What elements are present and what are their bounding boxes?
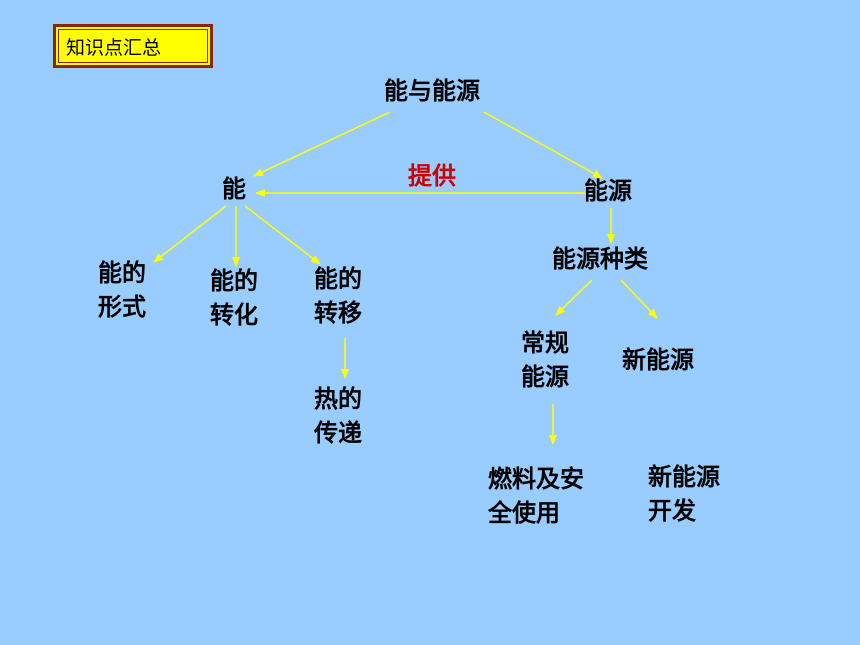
arrow-energy-to-transfer [244, 205, 321, 265]
title-box: 知识点汇总 [53, 24, 213, 68]
node-conventional: 常规 能源 [521, 329, 569, 391]
node-conversion: 能的 转化 [210, 267, 258, 329]
page-title: 知识点汇总 [66, 36, 162, 59]
node-forms: 能的 形式 [98, 259, 146, 321]
arrow-types-to-conventional [555, 279, 593, 316]
node-root: 能与能源 [384, 77, 480, 105]
node-source-types: 能源种类 [552, 245, 648, 273]
arrow-root-to-energy [253, 111, 391, 177]
node-new-source: 新能源 [622, 346, 694, 374]
arrow-energy-to-forms [153, 205, 227, 263]
label-provide: 提供 [408, 162, 456, 190]
node-energy: 能 [222, 175, 246, 203]
node-heat-transfer: 热的 传递 [314, 385, 362, 447]
node-safe-use: 燃料及安 全使用 [488, 465, 584, 527]
arrow-root-to-source [483, 111, 603, 179]
node-energy-source: 能源 [584, 177, 632, 205]
arrow-types-to-new [620, 279, 658, 319]
node-new-dev: 新能源 开发 [648, 463, 720, 525]
node-transfer: 能的 转移 [314, 265, 362, 327]
